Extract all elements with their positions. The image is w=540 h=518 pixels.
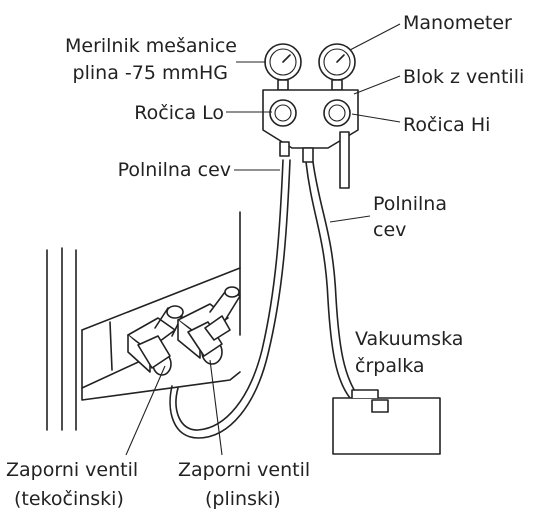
label-gauge-line2: plina -75 mmHG (73, 62, 228, 84)
label-hose-right-line2: cev (373, 219, 406, 241)
vacuum-pump (332, 389, 441, 455)
label-manometer: Manometer (403, 12, 512, 34)
charging-hose-hi (305, 161, 359, 399)
lever-hi-knob (323, 99, 351, 127)
label-lever-lo: Ročica Lo (134, 102, 224, 124)
label-valve-liquid-line1: Zaporni ventil (6, 459, 138, 481)
label-pump-line1: Vakuumska (355, 328, 463, 350)
leader-lines (125, 23, 401, 456)
label-valve-gas-line1: Zaporni ventil (178, 459, 310, 481)
gauge-hi (318, 43, 356, 91)
service-valve-liquid (127, 305, 184, 376)
label-valve-liquid-line2: (tekočinski) (14, 488, 124, 510)
gauge-lo (264, 43, 302, 91)
label-hose-left: Polnilna cev (118, 159, 231, 181)
outdoor-unit (46, 211, 241, 431)
service-valve-gas (177, 286, 241, 365)
fitting-center (302, 147, 314, 163)
lever-lo-knob (269, 99, 297, 127)
diagram-labels: Manometer Merilnik mešanice plina -75 mm… (6, 12, 524, 510)
fitting-lo (279, 141, 290, 157)
manifold-gauge-set (262, 43, 359, 189)
label-hose-right-line1: Polnilna (373, 193, 447, 215)
label-pump-line2: črpalka (355, 355, 425, 377)
label-gauge-line1: Merilnik mešanice (65, 35, 237, 57)
hi-side-tube (339, 131, 350, 189)
label-valve-gas-line2: (plinski) (205, 488, 281, 510)
label-lever-hi: Ročica Hi (403, 114, 490, 136)
label-valve-block: Blok z ventili (403, 66, 524, 88)
charging-hose-lo (169, 159, 291, 439)
